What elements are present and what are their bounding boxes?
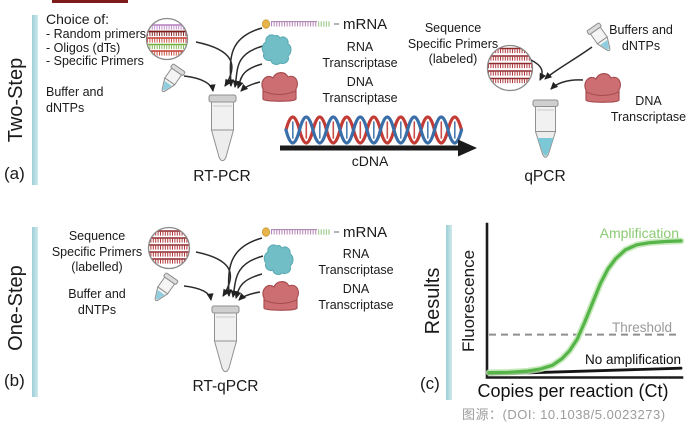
panel-a-side-label: Two-Step	[4, 57, 27, 143]
buffers-tube-icon	[586, 22, 611, 52]
rt-qpcr-label: RT-qPCR	[192, 378, 259, 395]
dna-transcriptase-label-a: DNA Transcriptase	[322, 75, 398, 105]
panel-c-accent-bar	[446, 225, 452, 400]
dna-helix-icon	[284, 115, 464, 145]
watermark-source-text: 图源：(DOI: 10.1038/5.0023273)	[462, 407, 666, 422]
buffer-tube-icon-b	[154, 272, 179, 302]
arrows-into-rtqpcr	[183, 237, 264, 301]
panel-c-id-label: (c)	[420, 374, 440, 393]
rt-pcr-tube-icon	[208, 94, 237, 162]
rna-transcriptase-label-a: RNA Transcriptase	[322, 40, 398, 70]
dna-transcriptase-icon	[261, 72, 299, 102]
panel-a-id-label: (a)	[4, 164, 25, 183]
arrows-into-qpcr	[530, 46, 593, 90]
buffer-label-b: Buffer and dNTPs	[68, 287, 126, 317]
chart-y-axis-label: Fluorescence	[459, 249, 478, 353]
crop-artifact	[52, 0, 128, 3]
choice-list: - Random primers - Oligos (dTs) - Specif…	[46, 27, 147, 69]
no-amplification-annotation: No amplification	[584, 352, 681, 367]
chart-x-axis-label: Copies per reaction (Ct)	[477, 381, 669, 401]
amplification-annotation: Amplification	[599, 225, 679, 241]
mrna-strand-icon-b	[261, 227, 339, 237]
chart-axes	[485, 222, 684, 379]
cdna-label: cDNA	[351, 153, 389, 169]
buffers-dntps-label: Buffers and dNTPs	[609, 23, 673, 53]
choice-item: - Oligos (dTs)	[46, 40, 121, 55]
mrna-label-a: mRNA	[343, 16, 388, 33]
qpcr-tube-icon	[532, 99, 559, 158]
panel-b-id-label: (b)	[4, 371, 25, 390]
panel-a-accent-bar	[32, 15, 38, 185]
sequence-primers-label-a: Sequence Specific Primers (labeled)	[407, 21, 499, 67]
rna-transcriptase-icon-b	[263, 244, 294, 275]
chart-series-layer	[485, 237, 685, 376]
panel-b-side-label: One-Step	[4, 265, 27, 351]
qpcr-label: qPCR	[524, 168, 566, 185]
rt-pcr-label: RT-PCR	[193, 168, 251, 185]
labelled-primer-circle-icon-b	[147, 226, 191, 270]
rt-qpcr-tube-icon	[211, 305, 240, 373]
buffer-tube-icon	[161, 63, 186, 93]
primer-mix-circle-icon	[145, 17, 189, 61]
dna-transcriptase-right-icon	[584, 73, 622, 103]
dna-transcriptase-right-label: DNA Transcriptase	[610, 94, 687, 124]
buffer-label-a: Buffer and dNTPs	[46, 85, 104, 115]
threshold-annotation: Threshold	[611, 320, 672, 335]
sequence-primers-label-b: Sequence Specific Primers (labelled)	[51, 229, 143, 275]
cdna-arrow-icon	[280, 139, 477, 157]
panel-b-accent-bar	[32, 227, 38, 397]
choice-item: - Specific Primers	[46, 54, 144, 68]
arrows-into-rtpcr	[183, 27, 264, 92]
choice-title: Choice of:	[46, 11, 110, 27]
rna-transcriptase-icon	[261, 34, 292, 65]
panel-c-side-label: Results	[421, 267, 444, 335]
mrna-strand-icon	[261, 19, 339, 29]
dna-transcriptase-label-b: DNA Transcriptase	[318, 282, 394, 312]
labeled-primer-circle-icon	[486, 44, 534, 92]
dna-transcriptase-icon-b	[262, 281, 300, 311]
mrna-label-b: mRNA	[343, 224, 388, 241]
choice-item: - Random primers	[46, 27, 147, 41]
rna-transcriptase-label-b: RNA Transcriptase	[318, 247, 394, 277]
